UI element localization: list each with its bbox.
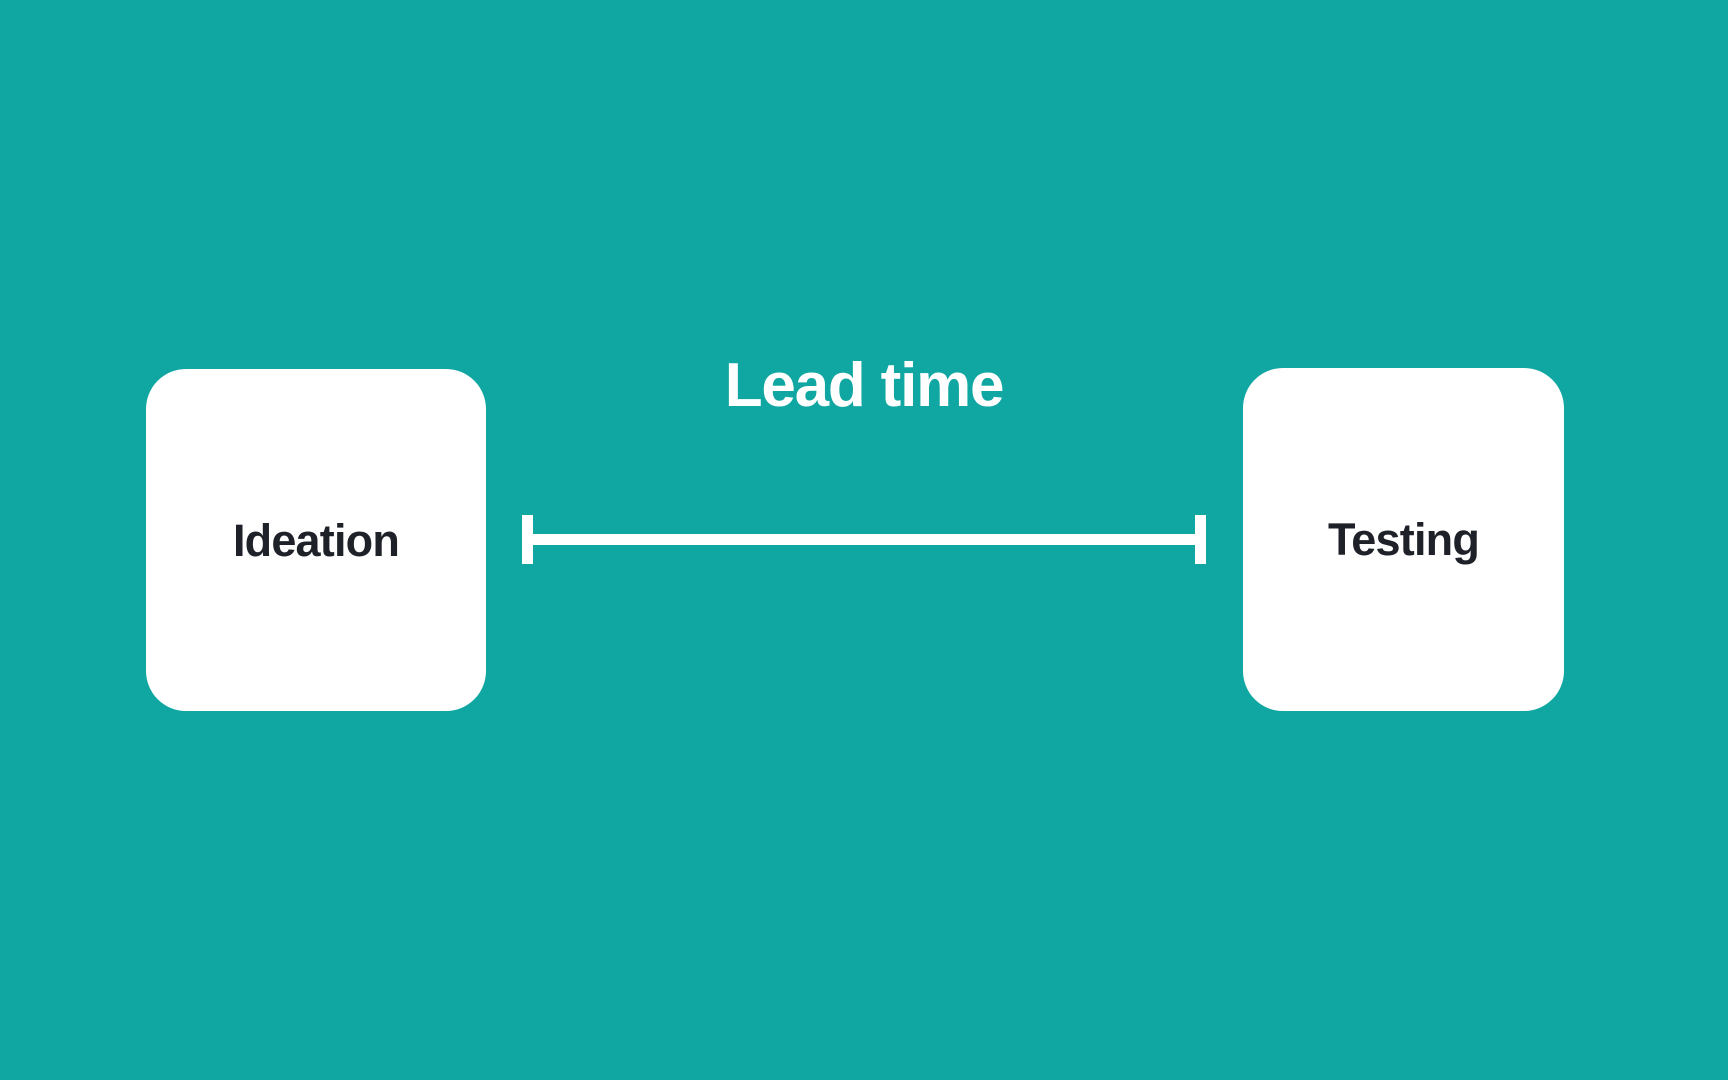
node-testing-label: Testing <box>1327 514 1480 565</box>
connector-line <box>522 534 1206 545</box>
node-ideation-label: Ideation <box>232 514 400 566</box>
lead-time-connector <box>522 515 1206 565</box>
connector-label: Lead time <box>724 351 1005 420</box>
node-testing[interactable]: Testing <box>1243 368 1564 711</box>
connector-end-cap-icon <box>1195 515 1206 564</box>
node-ideation[interactable]: Ideation <box>146 369 486 711</box>
